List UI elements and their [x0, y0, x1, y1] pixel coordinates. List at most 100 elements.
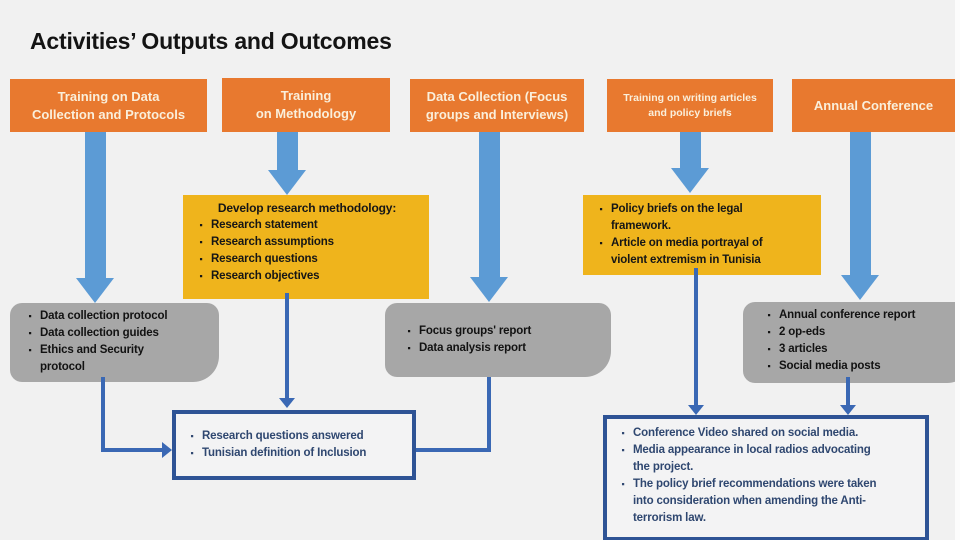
bullet-icon: ▪ — [621, 479, 625, 489]
list-item-text: Media appearance in local radios advocat… — [633, 444, 871, 473]
list-item-text: Ethics and Security protocol — [40, 344, 144, 373]
bullet-icon: ▪ — [199, 237, 203, 247]
connector-line — [487, 377, 491, 452]
bullet-icon: ▪ — [599, 238, 603, 248]
list-item-text: Article on media portrayal of violent ex… — [611, 237, 763, 266]
list-item: ▪ Article on media portrayal of violent … — [591, 235, 817, 269]
list-item-text: Research assumptions — [211, 236, 334, 248]
output-heading: Develop research methodology: — [217, 201, 397, 215]
list-item-text: Conference Video shared on social media. — [633, 427, 859, 439]
list-item: ▪ Research questions — [191, 251, 423, 268]
page-title: Activities’ Outputs and Outcomes — [30, 28, 392, 54]
arrow-shaft — [84, 132, 106, 278]
list-item-text: Data collection guides — [40, 327, 159, 339]
bullet-icon: ▪ — [621, 428, 625, 438]
list-item-text: Data analysis report — [419, 342, 526, 354]
bullet-icon: ▪ — [767, 310, 771, 320]
bullet-icon: ▪ — [28, 311, 32, 321]
list-item: ▪ Media appearance in local radios advoc… — [613, 442, 923, 476]
list-item-text: Research questions — [211, 253, 318, 265]
list-item: ▪ Research statement — [191, 217, 423, 234]
list-item: ▪ Research objectives — [191, 268, 423, 285]
down-arrow-icon — [470, 132, 508, 302]
list-item-text: Research objectives — [211, 270, 320, 282]
connector-line — [101, 377, 105, 452]
connector-line — [413, 448, 491, 452]
list-item-text: 3 articles — [779, 343, 828, 355]
bullet-icon: ▪ — [407, 343, 411, 353]
down-arrow-icon — [76, 132, 114, 303]
down-arrow-icon — [268, 132, 306, 195]
list-item: ▪ Policy briefs on the legal framework. — [591, 201, 817, 235]
activity-label: Annual Conference — [813, 97, 934, 113]
arrow-head-icon — [470, 277, 508, 302]
list-item-text: Social media posts — [779, 360, 881, 372]
list-item: ▪ Data collection guides — [20, 325, 215, 342]
activity-label: Training on Data Collection and Protocol… — [31, 88, 186, 122]
bullet-icon: ▪ — [599, 204, 603, 214]
bullet-icon: ▪ — [190, 448, 194, 458]
list-item-text: Annual conference report — [779, 309, 916, 321]
list-item: ▪ 3 articles — [759, 341, 960, 358]
list-item: ▪ 2 op-eds — [759, 324, 960, 341]
slide-edge — [955, 0, 960, 540]
bullet-icon: ▪ — [199, 254, 203, 264]
bullet-icon: ▪ — [767, 344, 771, 354]
activity-box-data-collection: Data Collection (Focus groups and Interv… — [410, 79, 584, 132]
bullet-icon: ▪ — [199, 220, 203, 230]
list-item: ▪ Focus groups' report — [399, 323, 607, 340]
bullet-icon: ▪ — [767, 327, 771, 337]
arrow-shaft — [679, 132, 701, 168]
list-item: ▪ Social media posts — [759, 358, 960, 375]
arrow-shaft — [478, 132, 500, 277]
arrow-head-icon — [76, 278, 114, 303]
arrow-shaft — [849, 132, 871, 275]
list-item: ▪ Data analysis report — [399, 340, 607, 357]
activity-label: Training on Methodology — [255, 88, 357, 121]
list-item: ▪ Research questions answered — [182, 428, 410, 445]
output-articles-box: ▪ Policy briefs on the legal framework. … — [583, 195, 821, 275]
list-item: ▪ Conference Video shared on social medi… — [613, 425, 923, 442]
output-protocols-box: ▪ Data collection protocol ▪ Data collec… — [10, 303, 219, 382]
outcome-research-box: ▪ Research questions answered ▪ Tunisian… — [172, 410, 416, 480]
arrow-shaft — [276, 132, 298, 170]
bullet-icon: ▪ — [190, 431, 194, 441]
activity-box-writing-training: Training on writing articles and policy … — [607, 79, 773, 132]
bullet-icon: ▪ — [199, 271, 203, 281]
down-arrow-icon — [671, 132, 709, 193]
list-item: ▪ Data collection protocol — [20, 308, 215, 325]
list-item: ▪ Ethics and Security protocol — [20, 342, 215, 376]
list-item-text: Policy briefs on the legal framework. — [611, 203, 743, 232]
connector-arrowhead-icon — [279, 398, 295, 408]
activity-box-annual-conference: Annual Conference — [792, 79, 955, 132]
activity-box-data-collection-training: Training on Data Collection and Protocol… — [10, 79, 207, 132]
list-item-text: 2 op-eds — [779, 326, 826, 338]
down-arrow-icon — [841, 132, 879, 300]
arrow-head-icon — [671, 168, 709, 193]
list-item: ▪ The policy brief recommendations were … — [613, 476, 923, 527]
output-methodology-box: Develop research methodology: ▪ Research… — [183, 195, 429, 299]
connector-line — [694, 268, 698, 405]
bullet-icon: ▪ — [407, 326, 411, 336]
connector-arrowhead-icon — [840, 405, 856, 415]
connector-arrowhead-icon — [688, 405, 704, 415]
list-item-text: Research questions answered — [202, 430, 364, 442]
bullet-icon: ▪ — [28, 328, 32, 338]
output-reports-box: ▪ Focus groups' report ▪ Data analysis r… — [385, 303, 611, 377]
outcome-dissemination-box: ▪ Conference Video shared on social medi… — [603, 415, 929, 540]
bullet-icon: ▪ — [621, 445, 625, 455]
arrow-head-icon — [841, 275, 879, 300]
list-item-text: Tunisian definition of Inclusion — [202, 447, 367, 459]
list-item-text: Data collection protocol — [40, 310, 168, 322]
connector-line — [846, 377, 850, 405]
arrow-head-icon — [268, 170, 306, 195]
bullet-icon: ▪ — [767, 361, 771, 371]
list-item: ▪ Research assumptions — [191, 234, 423, 251]
connector-line — [285, 293, 289, 398]
list-item-text: Research statement — [211, 219, 318, 231]
activity-label: Training on writing articles and policy … — [623, 92, 757, 119]
connector-line — [101, 448, 163, 452]
bullet-icon: ▪ — [28, 345, 32, 355]
activity-box-methodology-training: Training on Methodology — [222, 78, 390, 132]
